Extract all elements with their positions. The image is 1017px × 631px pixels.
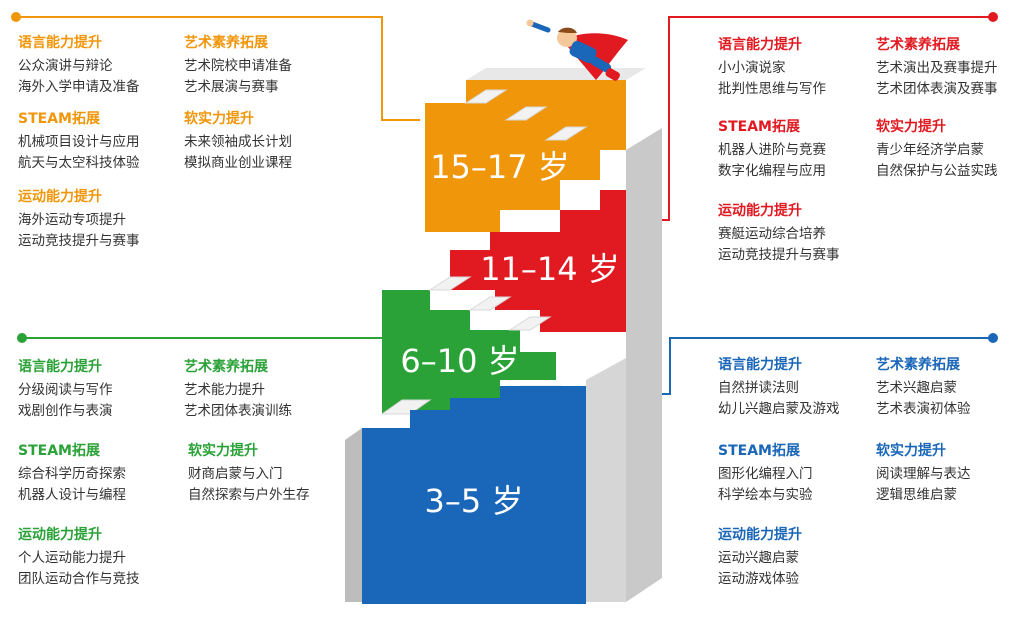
- group-item: 艺术表演初体验: [876, 401, 971, 417]
- group-title: STEAM拓展: [18, 443, 100, 459]
- group-item: 海外入学申请及准备: [18, 79, 140, 95]
- group-item: 个人运动能力提升: [18, 550, 126, 566]
- stage-label-red: 11–14 岁: [480, 250, 620, 288]
- group-item: 财商启蒙与入门: [188, 466, 283, 482]
- red-group-softskill: 软实力提升 青少年经济学启蒙 自然保护与公益实践: [876, 118, 998, 182]
- group-title: STEAM拓展: [718, 443, 800, 459]
- group-item: 航天与太空科技体验: [18, 155, 140, 171]
- green-group-sports: 运动能力提升 个人运动能力提升 团队运动合作与竞技: [18, 526, 140, 590]
- group-title: 艺术素养拓展: [184, 35, 268, 51]
- group-item: 青少年经济学启蒙: [876, 142, 984, 158]
- group-item: 机器人进阶与竞赛: [718, 142, 826, 158]
- orange-group-sports: 运动能力提升 海外运动专项提升 运动竞技提升与赛事: [18, 188, 140, 252]
- group-item: 批判性思维与写作: [718, 81, 826, 97]
- group-item: 公众演讲与辩论: [18, 58, 113, 74]
- group-item: 团队运动合作与竞技: [18, 571, 140, 587]
- group-item: 艺术院校申请准备: [184, 58, 292, 74]
- stage-label-blue: 3–5 岁: [425, 482, 524, 520]
- group-item: 未来领袖成长计划: [184, 134, 292, 150]
- group-item: 艺术能力提升: [184, 382, 265, 398]
- red-group-steam: STEAM拓展 机器人进阶与竞赛 数字化编程与应用: [718, 118, 826, 182]
- stage-block-green: [382, 290, 556, 414]
- blue-group-art: 艺术素养拓展 艺术兴趣启蒙 艺术表演初体验: [876, 356, 971, 420]
- group-title: 软实力提升: [876, 119, 946, 135]
- group-item: 赛艇运动综合培养: [718, 226, 826, 242]
- group-title: 运动能力提升: [718, 203, 802, 219]
- blue-group-steam: STEAM拓展 图形化编程入门 科学绘本与实验: [718, 442, 813, 506]
- group-item: 运动游戏体验: [718, 571, 799, 587]
- stage-label-orange: 15–17 岁: [430, 148, 570, 186]
- group-title: 语言能力提升: [18, 359, 102, 375]
- group-item: 图形化编程入门: [718, 466, 813, 482]
- group-item: 运动竞技提升与赛事: [18, 233, 140, 249]
- stage-labels: 15–17 岁 11–14 岁 6–10 岁 3–5 岁: [400, 148, 619, 520]
- group-item: 运动竞技提升与赛事: [718, 247, 840, 263]
- group-item: 模拟商业创业课程: [184, 155, 292, 171]
- stage-label-green: 6–10 岁: [400, 342, 519, 380]
- group-title: 艺术素养拓展: [876, 357, 960, 373]
- group-item: 综合科学历奇探索: [18, 466, 126, 482]
- group-item: 艺术团体表演训练: [184, 403, 292, 419]
- group-item: 运动兴趣启蒙: [718, 550, 799, 566]
- group-item: 阅读理解与表达: [876, 466, 971, 482]
- group-item: 幼儿兴趣启蒙及游戏: [718, 401, 840, 417]
- group-item: 艺术团体表演及赛事: [876, 81, 998, 97]
- orange-group-softskill: 软实力提升 未来领袖成长计划 模拟商业创业课程: [184, 110, 292, 174]
- group-item: 分级阅读与写作: [18, 382, 113, 398]
- group-item: 科学绘本与实验: [718, 487, 813, 503]
- red-group-language: 语言能力提升 小小演说家 批判性思维与写作: [718, 36, 826, 100]
- green-group-language: 语言能力提升 分级阅读与写作 戏剧创作与表演: [18, 358, 113, 422]
- group-item: 数字化编程与应用: [718, 163, 826, 179]
- red-group-art: 艺术素养拓展 艺术演出及赛事提升 艺术团体表演及赛事: [876, 36, 998, 100]
- group-title: 软实力提升: [184, 111, 254, 127]
- group-title: STEAM拓展: [718, 119, 800, 135]
- group-item: 自然保护与公益实践: [876, 163, 998, 179]
- group-item: 机器人设计与编程: [18, 487, 126, 503]
- group-title: 运动能力提升: [718, 527, 802, 543]
- stage-block-blue: [362, 386, 586, 604]
- group-item: 小小演说家: [718, 60, 786, 76]
- green-group-softskill: 软实力提升 财商启蒙与入门 自然探索与户外生存: [188, 442, 310, 506]
- blue-group-language: 语言能力提升 自然拼读法则 幼儿兴趣启蒙及游戏: [718, 356, 840, 420]
- group-item: 艺术兴趣启蒙: [876, 380, 957, 396]
- group-item: 艺术展演与赛事: [184, 79, 279, 95]
- group-title: 运动能力提升: [18, 527, 102, 543]
- group-item: 艺术演出及赛事提升: [876, 60, 998, 76]
- group-item: 海外运动专项提升: [18, 212, 126, 228]
- group-title: 运动能力提升: [18, 189, 102, 205]
- orange-group-steam: STEAM拓展 机械项目设计与应用 航天与太空科技体验: [18, 110, 140, 174]
- blue-group-sports: 运动能力提升 运动兴趣启蒙 运动游戏体验: [718, 526, 802, 590]
- group-title: 语言能力提升: [718, 37, 802, 53]
- orange-group-art: 艺术素养拓展 艺术院校申请准备 艺术展演与赛事: [184, 34, 292, 98]
- green-group-steam: STEAM拓展 综合科学历奇探索 机器人设计与编程: [18, 442, 126, 506]
- red-group-sports: 运动能力提升 赛艇运动综合培养 运动竞技提升与赛事: [718, 202, 840, 266]
- group-title: 艺术素养拓展: [184, 359, 268, 375]
- group-title: STEAM拓展: [18, 111, 100, 127]
- orange-group-language: 语言能力提升 公众演讲与辩论 海外入学申请及准备: [18, 34, 140, 98]
- group-title: 语言能力提升: [718, 357, 802, 373]
- group-title: 软实力提升: [188, 443, 258, 459]
- group-item: 逻辑思维启蒙: [876, 487, 957, 503]
- staircase-sides: [345, 128, 662, 602]
- group-item: 自然探索与户外生存: [188, 487, 310, 503]
- group-title: 语言能力提升: [18, 35, 102, 51]
- stage-block-red: [450, 190, 626, 332]
- group-item: 戏剧创作与表演: [18, 403, 113, 419]
- group-title: 艺术素养拓展: [876, 37, 960, 53]
- blue-group-softskill: 软实力提升 阅读理解与表达 逻辑思维启蒙: [876, 442, 971, 506]
- group-item: 机械项目设计与应用: [18, 134, 140, 150]
- superhero-illustration: [526, 19, 628, 81]
- green-group-art: 艺术素养拓展 艺术能力提升 艺术团体表演训练: [184, 358, 292, 422]
- group-item: 自然拼读法则: [718, 380, 799, 396]
- group-title: 软实力提升: [876, 443, 946, 459]
- orange-connector-line: [16, 16, 420, 121]
